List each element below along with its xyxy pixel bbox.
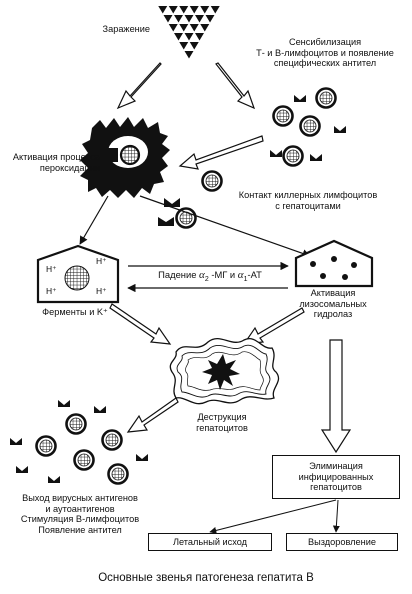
- arrow-infection-right: [215, 62, 256, 110]
- virus-particle-icon: [189, 42, 199, 50]
- virus-particle-icon: [184, 51, 194, 59]
- arrow-peroxidation-to-enzymes: [79, 195, 109, 245]
- box-recovery: Выздоровление: [286, 533, 398, 551]
- h-ion-label: H⁺: [46, 264, 57, 274]
- virus-particle-icon: [189, 24, 199, 32]
- virus-particle-icon: [179, 24, 189, 32]
- virus-particle-icon: [200, 6, 210, 14]
- h-ion-label: H⁺: [96, 286, 107, 296]
- virus-particle-icon: [195, 33, 204, 41]
- label-peroxidation: Активация процесса пероксидации: [12, 152, 100, 173]
- h-ion-label: H⁺: [96, 256, 107, 266]
- arrow-peroxidation-to-hydrolases: [139, 195, 311, 258]
- label-decrease: Падение α2 -МГ и α1-АТ: [158, 269, 262, 283]
- label-killer-contact: Контакт киллерных лимфоцитов с гепатоцит…: [238, 190, 378, 211]
- virus-particle-icon: [205, 15, 215, 23]
- label-hydrolase: Активация лизосомальных гидролаз: [299, 288, 367, 319]
- virus-particle-icon: [163, 15, 173, 23]
- virus-particle-icon: [179, 42, 189, 50]
- killer-lymphocytes-icon: [158, 170, 223, 229]
- h-ion-label: H⁺: [46, 286, 57, 296]
- arrow-hydrolases-to-elimination: [320, 339, 352, 454]
- virus-particle-icon: [174, 15, 183, 23]
- box-lethal-outcome: Летальный исход: [148, 533, 272, 551]
- virus-triangle-cluster-icon: [158, 6, 220, 59]
- virus-particle-icon: [158, 6, 168, 14]
- arrow-enzymes-to-destruction: [109, 303, 172, 345]
- virus-particle-icon: [184, 15, 194, 23]
- label-enzymes: Ферменты и K⁺: [42, 307, 108, 317]
- virus-particle-icon: [200, 24, 210, 32]
- label-infection: Заражение: [102, 24, 150, 34]
- arrow-to-recovery: [332, 499, 340, 533]
- virus-particle-icon: [184, 33, 194, 41]
- label-antigen-release: Выход вирусных антигенов и аутоантигенов…: [20, 493, 140, 535]
- virus-particle-icon: [210, 6, 220, 14]
- destroyed-hepatocyte-icon: [169, 337, 280, 405]
- virus-particle-icon: [168, 6, 178, 14]
- arrow-to-lethal: [209, 499, 337, 534]
- virus-particle-icon: [189, 6, 199, 14]
- box-elimination: Элиминация инфицированных гепатоцитов: [272, 455, 400, 499]
- lysosome-cell-icon: [294, 239, 374, 288]
- arrow-infection-left: [116, 62, 162, 110]
- label-sensitization: Сенсибилизация Т- и В-лимфоцитов и появл…: [256, 37, 394, 68]
- peroxidation-hepatocyte-icon: [80, 117, 170, 198]
- virus-particle-icon: [179, 6, 189, 14]
- arrow-sensitization-to-peroxidation: [178, 135, 264, 170]
- figure-caption: Основные звенья патогенеза гепатита В: [98, 572, 314, 584]
- virus-particle-icon: [195, 15, 204, 23]
- virus-particle-icon: [168, 24, 178, 32]
- hepatocyte-h-ions-icon: [36, 244, 120, 304]
- antigen-release-lymphocytes-icon: [10, 400, 148, 485]
- arrow-destruction-to-antigens: [126, 397, 179, 433]
- sensitized-lymphocytes-icon: [270, 87, 346, 167]
- virus-particle-icon: [174, 33, 183, 41]
- label-destruction: Деструкция гепатоцитов: [196, 412, 248, 433]
